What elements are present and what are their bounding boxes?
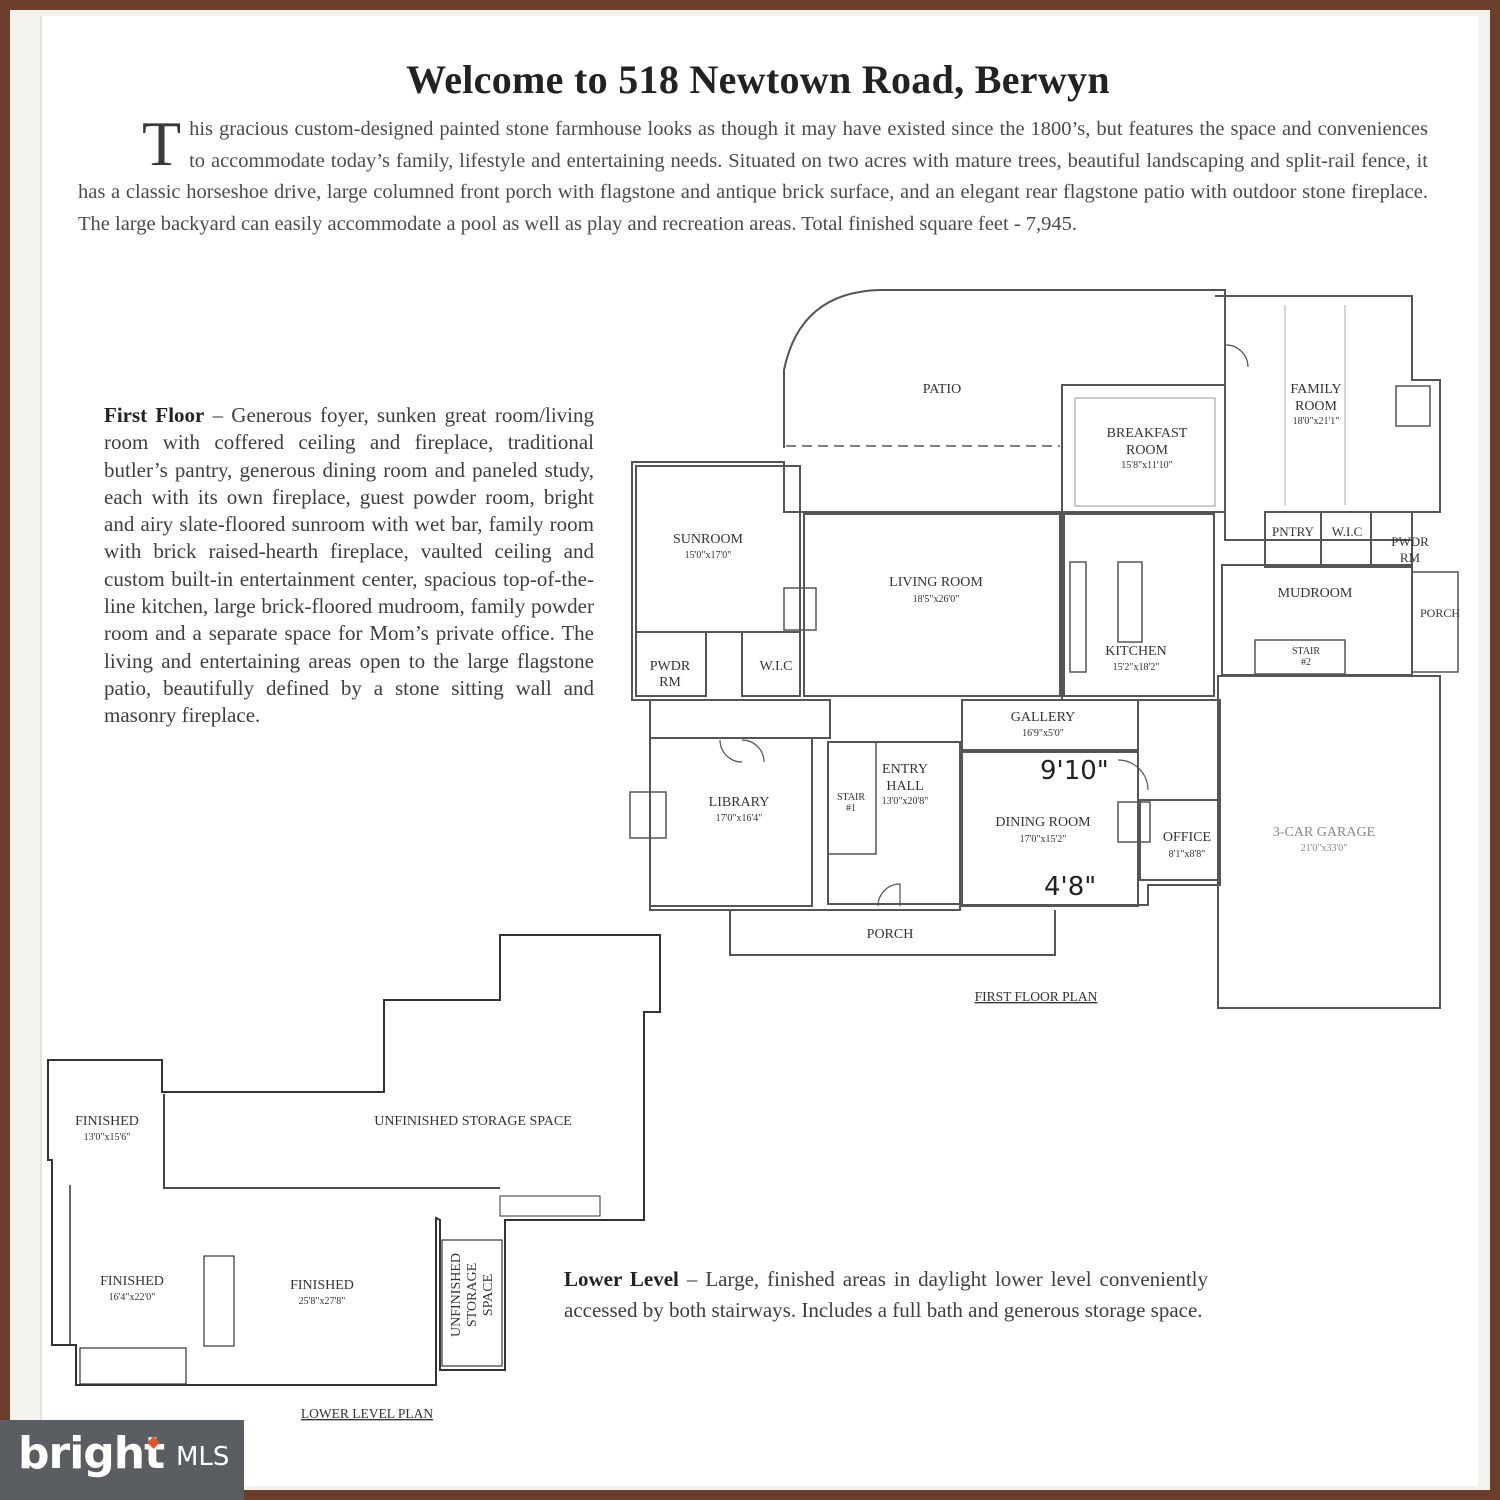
lower-level-labels: FINISHED 13'0"x15'6" UNFINISHED STORAGE … (75, 1114, 572, 1421)
breakfast-room-dim: 15'8"x11'10" (1121, 460, 1172, 471)
dining-room-label: DINING ROOM (995, 815, 1091, 830)
kitchen-label: KITCHEN (1105, 644, 1166, 659)
kitchen-wall (1063, 513, 1215, 697)
logo-word: bright (18, 1428, 165, 1479)
kitchen-dim: 15'2"x18'2" (1113, 662, 1160, 673)
stair-2-label-1: STAIR (1292, 646, 1320, 657)
unfinished-storage-label-1: UNFINISHED (449, 1253, 464, 1337)
finished-3-dim: 25'8"x27'8" (299, 1296, 346, 1307)
first-floor-heading: First Floor (104, 403, 205, 427)
sunroom-wall (635, 465, 801, 633)
entry-hall-dim: 13'0"x20'8" (882, 796, 929, 807)
wic-left-label: W.I.C (760, 659, 793, 674)
lower-level-plan-caption: LOWER LEVEL PLAN (301, 1406, 433, 1421)
entry-hall-label-1: ENTRY (882, 762, 928, 777)
family-room-dim: 18'0"x21'1" (1293, 416, 1340, 427)
front-porch-wall (729, 910, 1056, 956)
gallery-label: GALLERY (1011, 710, 1076, 725)
drop-cap: T (142, 108, 182, 179)
finished-1-dim: 13'0"x15'6" (84, 1132, 131, 1143)
office-dim: 8'1"x8'8" (1169, 849, 1206, 860)
first-floor-text: – Generous foyer, sunken great room/livi… (104, 403, 594, 728)
page-title: Welcome to 518 Newtown Road, Berwyn (406, 57, 1110, 102)
pwdr-rm-left-label-2: RM (659, 675, 681, 690)
lower-level-heading: Lower Level (564, 1267, 679, 1291)
patio-outline (783, 289, 1226, 448)
stair-1-label-1: STAIR (837, 792, 865, 803)
mudroom-wall (1221, 564, 1413, 676)
finished-3-label: FINISHED (290, 1278, 354, 1293)
office-label: OFFICE (1163, 830, 1211, 845)
lower-level-outline (47, 934, 661, 1386)
intro-text: his gracious custom-designed painted sto… (78, 118, 1428, 235)
sunroom-dim: 15'0"x17'0" (685, 550, 732, 561)
family-room-label-1: FAMILY (1290, 382, 1341, 397)
library-label: LIBRARY (709, 795, 770, 810)
stair-2-label-2: #2 (1301, 657, 1311, 668)
logo-suffix: MLS (176, 1442, 230, 1472)
pantry-label: PNTRY (1272, 524, 1315, 539)
finished-2-label: FINISHED (100, 1274, 164, 1289)
sunroom-label: SUNROOM (673, 532, 744, 547)
dining-room-wall (961, 751, 1139, 907)
storage-label: UNFINISHED STORAGE SPACE (374, 1114, 572, 1129)
library-wall (649, 737, 813, 907)
side-porch-label: PORCH (1420, 606, 1460, 620)
unfinished-storage-label-3: SPACE (481, 1274, 496, 1316)
handwritten-note-2: 4'8" (1044, 872, 1096, 902)
finished-2-dim: 16'4"x22'0" (109, 1292, 156, 1303)
garage-label: 3-CAR GARAGE (1273, 825, 1375, 840)
unfinished-storage-label: UNFINISHED STORAGE SPACE (449, 1253, 496, 1337)
wic-top-label: W.I.C (1332, 524, 1363, 539)
handwritten-note-1: 9'10" (1040, 756, 1109, 786)
first-floor-plan (629, 289, 1459, 1009)
stair-1-label-2: #1 (846, 803, 856, 814)
main-house-wall (631, 461, 1221, 911)
front-porch-label: PORCH (867, 927, 914, 942)
lower-level-plan (47, 934, 661, 1386)
breakfast-room-label-2: ROOM (1126, 443, 1169, 458)
lower-level-text: – Large, finished areas in daylight lowe… (564, 1267, 1208, 1322)
first-floor-labels: PATIO FAMILY ROOM 18'0"x21'1" BREAKFAST … (650, 382, 1461, 1004)
breakfast-room-label-1: BREAKFAST (1107, 426, 1188, 441)
family-room-wall (1215, 295, 1441, 541)
entry-hall-label-2: HALL (886, 779, 923, 794)
pwdr-rm-left-label-1: PWDR (650, 659, 691, 674)
gallery-wall (961, 699, 1139, 751)
garage-dim: 21'0"x33'0" (1301, 843, 1348, 854)
unfinished-storage-label-2: STORAGE (465, 1263, 480, 1327)
pwdr-rm-right-label-2: RM (1400, 550, 1421, 565)
living-room-wall (803, 513, 1061, 697)
dining-room-dim: 17'0"x15'2" (1020, 834, 1067, 845)
lower-level-description: Lower Level – Large, finished areas in d… (564, 1264, 1208, 1325)
library-dim: 17'0"x16'4" (716, 813, 763, 824)
finished-1-label: FINISHED (75, 1114, 139, 1129)
family-room-label-2: ROOM (1295, 399, 1338, 414)
garage-wall (1217, 675, 1441, 1009)
listing-sheet (40, 16, 1478, 1486)
gallery-dim: 16'9"x5'0" (1022, 728, 1064, 739)
first-floor-plan-caption: FIRST FLOOR PLAN (975, 989, 1098, 1004)
living-room-dim: 18'5"x26'0" (913, 594, 960, 605)
bright-mls-logo: bright MLS (0, 1420, 244, 1500)
patio-label: PATIO (923, 382, 961, 397)
pwdr-rm-right-label-1: PWDR (1391, 534, 1429, 549)
breakfast-room-wall (1061, 384, 1226, 513)
first-floor-description: First Floor – Generous foyer, sunken gre… (104, 402, 594, 730)
mudroom-label: MUDROOM (1278, 586, 1353, 601)
living-room-label: LIVING ROOM (889, 575, 983, 590)
